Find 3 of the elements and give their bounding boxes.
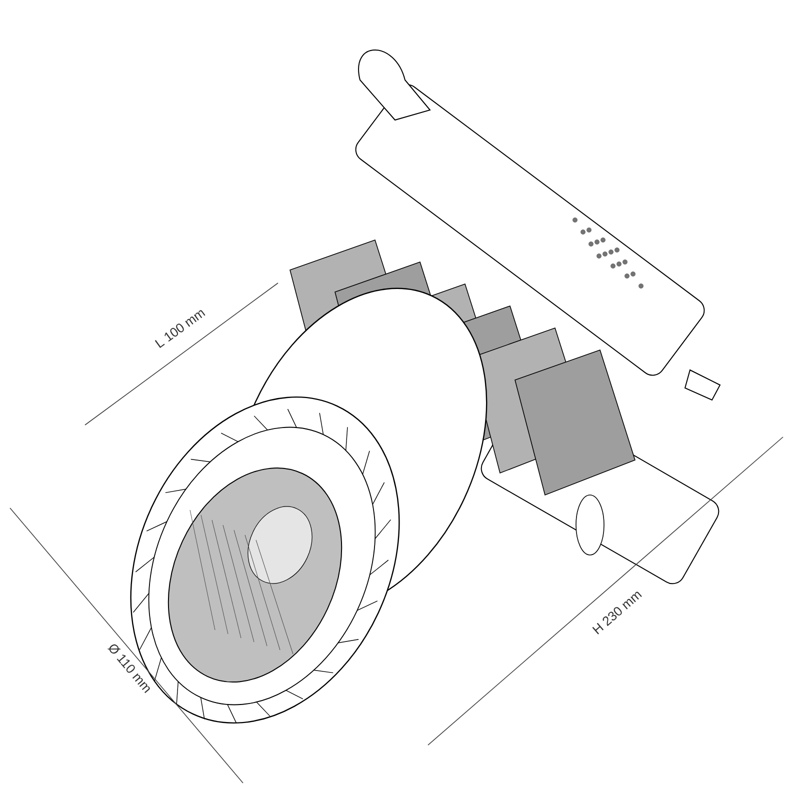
dimension-text: Ø 110 mm (107, 644, 150, 694)
dimension-text: L 100 mm (154, 310, 206, 348)
dimension-text: H 230 mm (592, 592, 642, 634)
